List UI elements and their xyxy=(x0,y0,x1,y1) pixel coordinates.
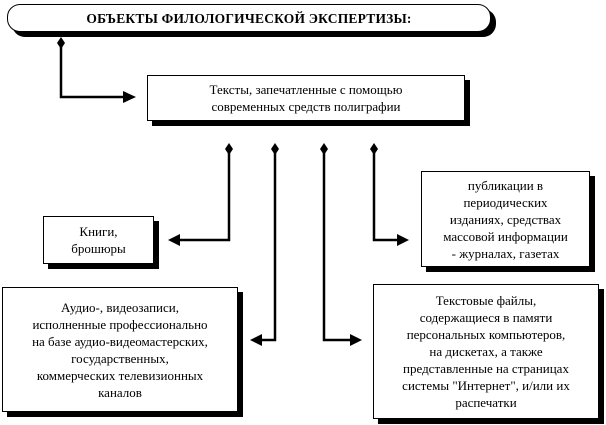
node-audio-video-line: Аудио-, видеозаписи, xyxy=(61,299,179,315)
diagram-title: ОБЪЕКТЫ ФИЛОЛОГИЧЕСКОЙ ЭКСПЕРТИЗЫ: xyxy=(7,4,491,32)
node-text-files-line: системы "Интернет", и/или их xyxy=(402,378,570,393)
node-printed-texts-line: современных средств полиграфии xyxy=(211,99,401,114)
node-audio-video-line: коммерческих телевизионных xyxy=(36,367,204,383)
node-audio-video-line: каналов xyxy=(98,384,142,400)
node-text-files-line: распечатки xyxy=(455,395,517,410)
node-text-files: Текстовые файлы, содержащиеся в памяти п… xyxy=(373,284,599,419)
node-audio-video-line: исполненные профессионально xyxy=(32,316,208,332)
node-books: Книги, брошюры xyxy=(43,216,154,264)
node-periodicals-line: периодических xyxy=(463,194,548,210)
node-text-files-line: персональных компьютеров, xyxy=(406,327,566,342)
edge-title-to-top-node xyxy=(57,37,136,103)
node-audio-video-line: на базе аудио-видеомастерских, xyxy=(32,333,208,349)
node-periodicals-line: массовой информации xyxy=(443,228,568,244)
edge-top-node-to-periodicals xyxy=(370,143,409,246)
node-books-line: брошюры xyxy=(71,241,126,256)
node-text-files-line: содержащиеся в памяти xyxy=(419,310,553,325)
node-text-files-line: на дискетах, а также xyxy=(429,344,543,359)
node-periodicals-line: - журналах, газетах xyxy=(451,245,560,261)
node-periodicals: публикации в периодических изданиях, сре… xyxy=(421,171,590,267)
node-text-files-line: представленные на страницах xyxy=(403,361,569,376)
node-printed-texts-line: Тексты, запечатленные с помощью xyxy=(209,82,403,97)
edge-top-node-to-books xyxy=(168,143,233,246)
node-books-line: Книги, xyxy=(79,224,118,239)
edge-top-node-to-audio xyxy=(250,143,279,346)
node-text-files-line: Текстовые файлы, xyxy=(435,293,537,308)
edge-top-node-to-text-files xyxy=(320,143,362,346)
diagram-title-text: ОБЪЕКТЫ ФИЛОЛОГИЧЕСКОЙ ЭКСПЕРТИЗЫ: xyxy=(86,10,412,26)
node-periodicals-line: изданиях, средствах xyxy=(449,211,562,227)
node-printed-texts: Тексты, запечатленные с помощью современ… xyxy=(147,75,465,121)
node-periodicals-line: публикации в xyxy=(467,177,544,193)
node-audio-video: Аудио-, видеозаписи, исполненные професс… xyxy=(2,287,238,412)
node-audio-video-line: государственных, xyxy=(71,350,169,366)
